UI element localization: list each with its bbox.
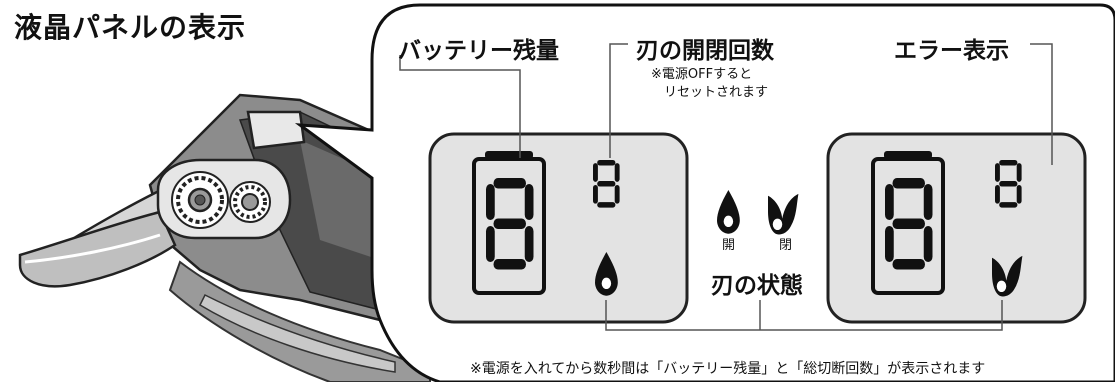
battery-icon [472, 151, 546, 295]
error-label: エラー表示 [894, 38, 1009, 64]
footnote: ※電源を入れてから数秒間は「バッテリー残量」と「総切断回数」が表示されます [470, 361, 986, 377]
lcd-panel-left [428, 132, 689, 324]
blade-count-note-2: リセットされます [664, 85, 769, 100]
lcd-window [246, 110, 306, 150]
blade-count-note-1: ※電源OFFすると [651, 67, 753, 82]
closed-label: 閉 [779, 238, 793, 253]
open-label: 開 [722, 238, 736, 253]
blade-state-label: 刃の状態 [711, 273, 803, 299]
lower-blade [18, 210, 177, 288]
gear-icon [171, 171, 229, 229]
battery-label: バッテリー残量 [398, 38, 559, 64]
page-title: 液晶パネルの表示 [14, 11, 247, 44]
gear-icon [229, 181, 271, 223]
leader-lines [399, 43, 1053, 331]
lcd-panel-right [826, 132, 1087, 324]
battery-icon [871, 151, 945, 295]
blade-count-label: 刃の開閉回数 [636, 38, 774, 64]
pruning-shears-illustration [18, 93, 431, 382]
